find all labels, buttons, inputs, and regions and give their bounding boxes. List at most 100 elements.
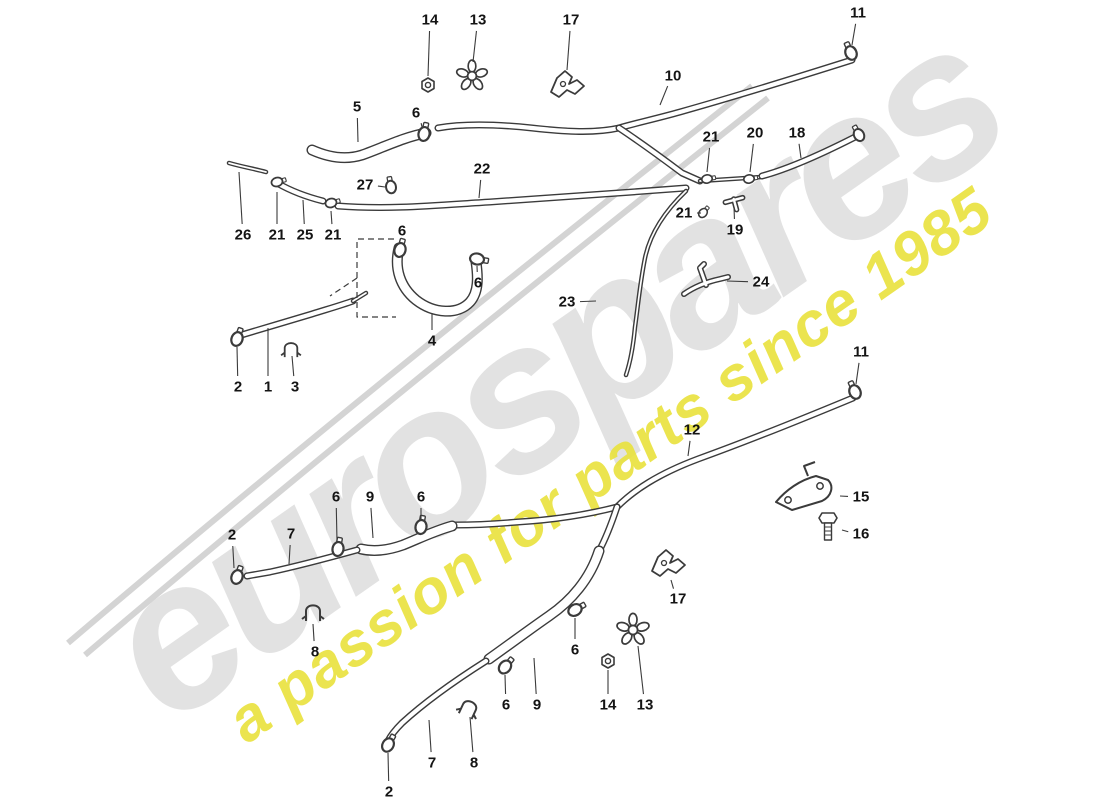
grouping-dashed-link [329,277,358,297]
leader-line-13 [472,30,478,63]
ring-21-a [700,172,718,185]
part-number-9[interactable]: 9 [533,697,541,714]
part-number-8[interactable]: 8 [311,644,319,661]
leader-line-10 [659,85,669,106]
part-number-2[interactable]: 2 [228,527,236,544]
leader-line-13 [637,645,645,695]
part-number-6[interactable]: 6 [412,105,420,122]
clamp-6-a [416,120,433,144]
fitting-19 [725,197,745,212]
leader-line-9 [533,657,537,695]
part-number-27[interactable]: 27 [357,177,374,194]
part-number-14[interactable]: 14 [600,697,617,714]
part-number-8[interactable]: 8 [470,755,478,772]
leader-line-14 [427,30,431,77]
part-number-12[interactable]: 12 [684,422,701,439]
bolt-16 [818,512,838,541]
leader-line-20 [749,143,754,173]
leader-line-17 [670,579,675,589]
clamp-2-b [228,563,248,587]
clamp-2-a [228,325,248,349]
leader-line-22 [478,179,482,199]
leader-line-23 [579,300,597,303]
leader-line-11 [855,362,860,385]
clip-3 [280,342,302,359]
part-number-5[interactable]: 5 [353,99,361,116]
part-number-7[interactable]: 7 [287,526,295,543]
part-number-11[interactable]: 11 [853,344,869,361]
swoosh-curve-upper [83,95,770,658]
leader-line-12 [687,440,691,457]
leader-line-2 [387,752,390,782]
part-number-13[interactable]: 13 [637,697,654,714]
part-number-24[interactable]: 24 [753,274,770,291]
part-number-1[interactable]: 1 [264,379,272,396]
part-number-22[interactable]: 22 [474,161,491,178]
part-number-21[interactable]: 21 [325,227,342,244]
leader-line-7 [288,544,291,565]
part-number-11[interactable]: 11 [850,5,866,22]
leader-line-5 [356,117,359,143]
part-number-6[interactable]: 6 [474,275,482,292]
leader-line-3 [291,355,295,377]
part-number-10[interactable]: 10 [665,68,682,85]
part-number-19[interactable]: 19 [727,222,744,239]
leader-line-18 [798,143,802,159]
rosette-13-top [454,59,490,93]
leader-line-7 [428,719,432,753]
leader-line-6 [335,507,338,542]
leader-line-21 [330,210,333,225]
part-number-26[interactable]: 26 [235,227,252,244]
part-number-3[interactable]: 3 [291,379,299,396]
part-number-18[interactable]: 18 [789,125,806,142]
leader-line-21 [706,147,711,173]
leader-line-6 [420,122,423,128]
bracket-17-top [550,70,585,98]
part-number-2[interactable]: 2 [234,379,242,396]
part-number-23[interactable]: 23 [559,294,576,311]
part-number-21[interactable]: 21 [269,227,286,244]
part-number-17[interactable]: 17 [563,12,580,29]
pipe-fitting-24 [684,264,728,294]
leader-line-8 [312,623,315,642]
watermark-swoosh [66,83,770,658]
part-number-25[interactable]: 25 [297,227,314,244]
leader-line-2 [236,346,239,377]
clip-8-a [301,604,325,622]
part-number-6[interactable]: 6 [332,489,340,506]
grouping-dashed-line [356,238,396,318]
clamp-11-top [840,39,860,63]
part-number-15[interactable]: 15 [853,489,870,506]
part-number-17[interactable]: 17 [670,591,687,608]
part-number-21[interactable]: 21 [676,205,693,222]
swoosh-curve-lower [66,83,754,646]
part-number-6[interactable]: 6 [398,223,406,240]
part-number-16[interactable]: 16 [853,526,870,543]
part-number-6[interactable]: 6 [417,489,425,506]
pipes-artwork [226,39,868,755]
part-number-21[interactable]: 21 [703,129,720,146]
ring-21-b [696,203,712,220]
leader-line-11 [851,23,857,46]
rosette-13-bottom [614,612,652,647]
part-number-14[interactable]: 14 [422,12,439,29]
part-number-20[interactable]: 20 [747,125,764,142]
part-number-7[interactable]: 7 [428,755,436,772]
part-number-13[interactable]: 13 [470,12,487,29]
part-number-6[interactable]: 6 [571,642,579,659]
leader-line-27 [377,185,386,188]
part-number-6[interactable]: 6 [502,697,510,714]
leader-line-2 [232,545,235,569]
leader-line-26 [238,171,243,225]
bracket-15 [775,461,833,511]
part-number-4[interactable]: 4 [428,333,437,350]
bracket-17-bottom [651,549,686,577]
part-number-2[interactable]: 2 [385,784,393,800]
clamp-27 [383,174,398,196]
leader-line-25 [302,199,305,225]
part-number-9[interactable]: 9 [366,489,374,506]
clip-8-b [454,696,483,722]
